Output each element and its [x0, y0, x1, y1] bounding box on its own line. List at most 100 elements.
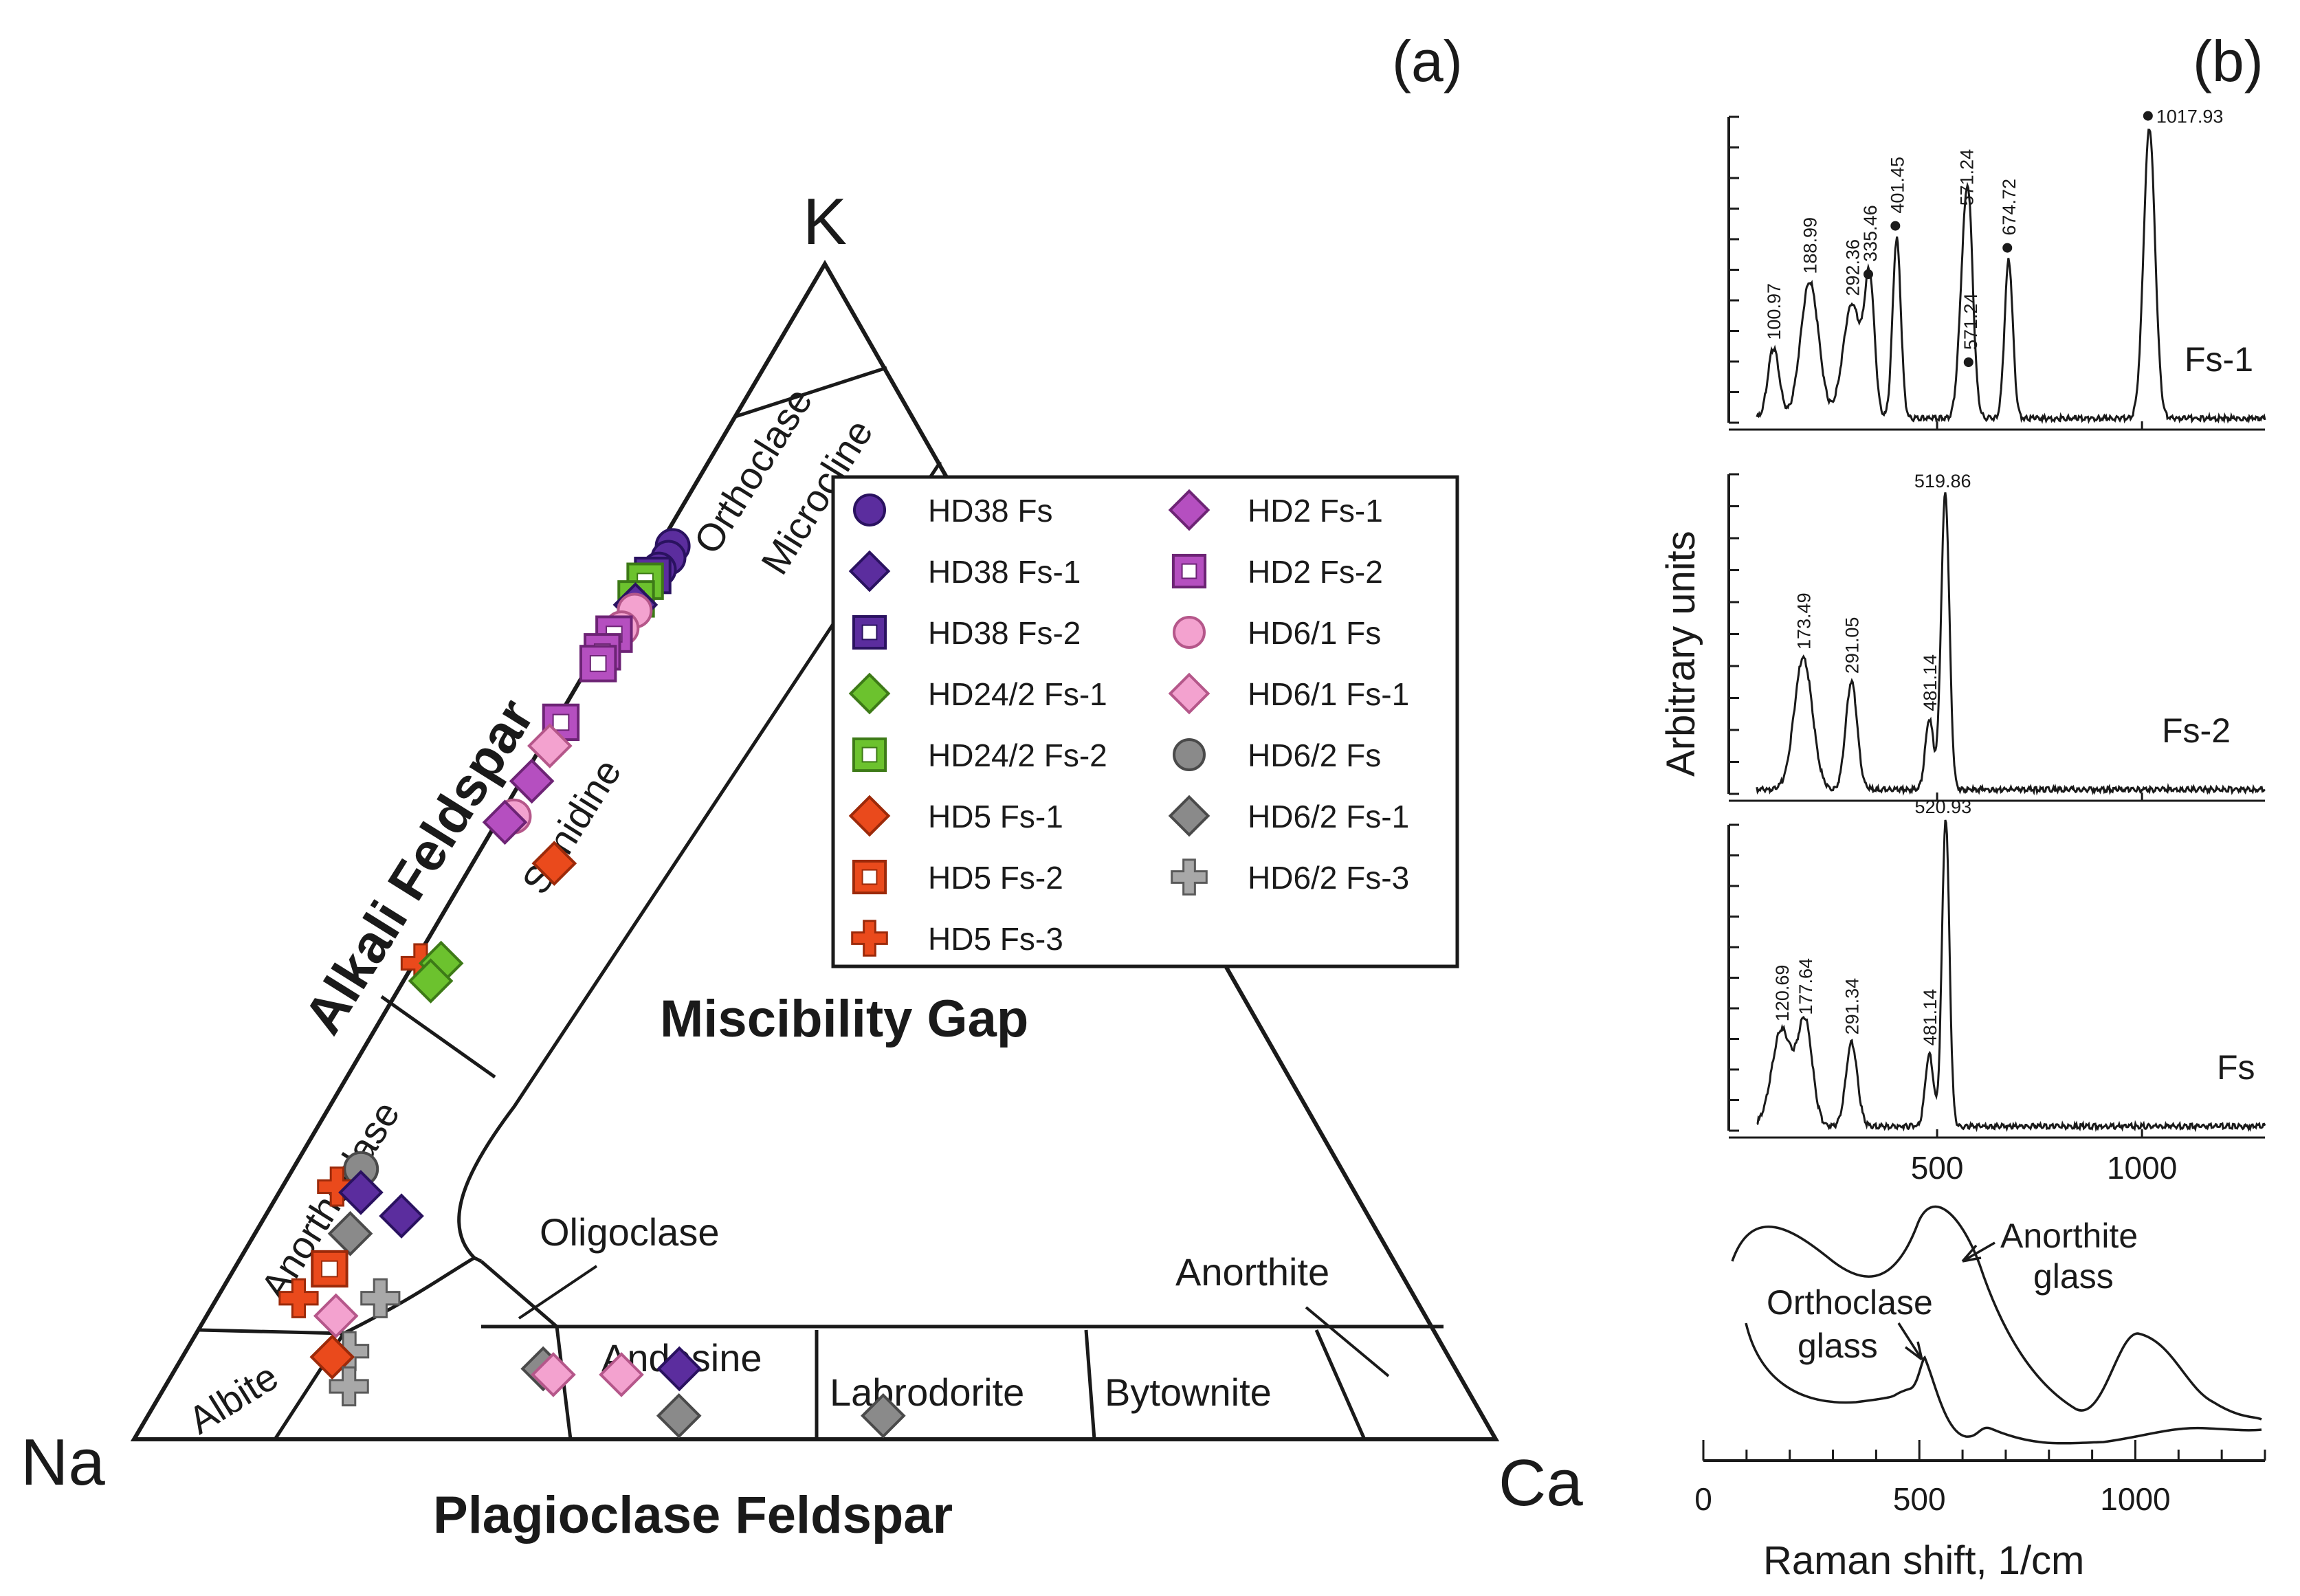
labradorite-label: Labrodorite	[830, 1371, 1024, 1414]
sanidine-divider	[380, 995, 496, 1079]
peak-label-5: 571.24	[1957, 149, 1978, 206]
data-point-hd62fs3-32	[329, 1366, 369, 1407]
bytownite-label: Bytownite	[1105, 1371, 1272, 1414]
data-point-hd62fs3-28	[360, 1278, 401, 1318]
legend-box	[831, 475, 1459, 968]
data-point-hd61fs1-35	[599, 1352, 644, 1397]
peak-label-8: 1017.93	[2156, 107, 2224, 127]
albite-label: Albite	[181, 1355, 285, 1443]
anorthoclase-boundary	[342, 1256, 476, 1335]
orthoclase-glass-label-2: glass	[1798, 1327, 1878, 1365]
legend-marker-hd38fs2	[852, 614, 887, 650]
legend-marker-hd61fs1	[1168, 672, 1210, 715]
legend-label-hd61fs: HD6/1 Fs	[1248, 615, 1381, 651]
legend-label-hd61fs1: HD6/1 Fs-1	[1248, 676, 1409, 712]
data-point-hd2fs1-14	[509, 758, 555, 804]
spectrum-curve	[1756, 129, 2266, 424]
oligoclase-leader	[518, 1265, 598, 1320]
alkali-boundary	[457, 461, 942, 1263]
legend-marker-hd62fs	[1173, 738, 1206, 771]
orthoclase-divider	[735, 366, 887, 419]
peak-label-2: 481.14	[1920, 654, 1940, 711]
peak-label-6: 571.24	[1960, 293, 1981, 350]
peak-label-0: 120.69	[1772, 965, 1793, 1022]
raman-ylabel: Arbitrary units	[1659, 531, 1703, 777]
anorthite-glass-arrow	[1961, 1241, 1995, 1263]
fs-x-tick-label-500: 500	[1911, 1150, 1964, 1186]
spectrum-name-fs-2: Fs-2	[2162, 711, 2231, 750]
raman-x-tick-label-0: 0	[1694, 1481, 1712, 1517]
legend-label-hd5fs1: HD5 Fs-1	[928, 799, 1063, 834]
fs-x-tick-label-1000: 1000	[2107, 1150, 2177, 1186]
data-point-hd2fs1-16	[482, 799, 528, 845]
legend-label-hd2fs1: HD2 Fs-1	[1248, 493, 1383, 529]
peak-label-0: 100.97	[1764, 283, 1784, 340]
peak-label-3: 519.86	[1914, 471, 1971, 491]
anorthite-glass-label-1: Anorthite	[2000, 1217, 2138, 1255]
legend-label-hd62fs3: HD6/2 Fs-3	[1248, 860, 1409, 896]
raman-x-tick-label-500: 500	[1893, 1481, 1946, 1517]
legend-marker-hd2fs1	[1168, 489, 1210, 531]
peak-label-2: 291.34	[1842, 978, 1863, 1035]
legend-label-hd5fs2: HD5 Fs-2	[928, 860, 1063, 896]
legend-marker-hd62fs1	[1168, 795, 1210, 837]
orthoclase-glass-curve	[1745, 1322, 2262, 1445]
spectrum-curve	[1756, 492, 2266, 796]
raman-xlabel: Raman shift, 1/cm	[1763, 1538, 2084, 1583]
panel-b-label: (b)	[2193, 29, 2264, 93]
spectrum-name-fs: Fs	[2217, 1048, 2255, 1087]
peak-dot	[1863, 269, 1873, 279]
peak-dot	[1963, 357, 1973, 367]
peak-dot	[2002, 243, 2013, 253]
bytownite-anorthite-divider	[1314, 1329, 1367, 1441]
vertex-ca-label: Ca	[1499, 1446, 1583, 1520]
data-point-hd61fs1-29	[313, 1293, 359, 1339]
data-point-hd2fs2-12	[542, 703, 580, 742]
legend-label-hd38fs1: HD38 Fs-1	[928, 554, 1081, 590]
peak-label-3: 335.46	[1860, 205, 1881, 262]
legend-marker-hd38fs1	[848, 550, 891, 592]
legend-label-hd62fs: HD6/2 Fs	[1248, 738, 1381, 773]
plagioclase-band-left	[480, 1260, 558, 1328]
peak-label-1: 291.05	[1842, 617, 1863, 674]
legend-marker-hd5fs2	[852, 859, 887, 895]
anorthite-glass-curve	[1731, 1205, 2262, 1421]
legend-label-hd38fs2: HD38 Fs-2	[928, 615, 1081, 651]
data-point-hd62fs1-38	[861, 1393, 906, 1439]
data-point-hd62fs1-37	[656, 1393, 702, 1439]
anorthite-glass-label-2: glass	[2033, 1257, 2114, 1296]
miscibility-gap-label: Miscibility Gap	[660, 990, 1028, 1048]
legend-marker-hd242fs1	[848, 672, 891, 715]
legend-label-hd5fs3: HD5 Fs-3	[928, 921, 1063, 957]
legend-label-hd242fs2: HD24/2 Fs-2	[928, 738, 1107, 773]
data-point-hd5fs3-27	[278, 1278, 319, 1318]
data-point-hd38fs1-24	[379, 1193, 424, 1239]
legend-label-hd38fs: HD38 Fs	[928, 493, 1052, 529]
data-point-hd38fs1-36	[656, 1346, 703, 1392]
labradorite-bytownite-divider	[1084, 1329, 1096, 1440]
data-point-hd5fs1-17	[531, 841, 577, 886]
data-point-hd242fs1-20	[408, 958, 454, 1004]
data-point-hd5fs2-26	[311, 1250, 349, 1288]
vertex-na-label: Na	[21, 1426, 105, 1499]
peak-label-2: 292.36	[1842, 239, 1863, 296]
panel-a-label: (a)	[1392, 29, 1463, 93]
spectrum-name-fs-1: Fs-1	[2185, 340, 2253, 379]
data-point-hd61fs1-13	[527, 723, 573, 768]
albite-top	[199, 1328, 344, 1335]
ternary-diagram: K Na Ca Orthoclase Microcline Sanidine A…	[21, 185, 1583, 1544]
data-point-hd62fs1-25	[327, 1210, 373, 1256]
legend-marker-hd5fs1	[848, 795, 891, 837]
data-point-hd2fs2-11	[579, 645, 617, 683]
legend-marker-hd242fs2	[852, 737, 887, 773]
orthoclase-glass-label-1: Orthoclase	[1767, 1283, 1933, 1322]
spectrum-curve	[1756, 819, 2266, 1133]
oligoclase-label: Oligoclase	[540, 1210, 719, 1254]
peak-label-4: 520.93	[1915, 797, 1972, 817]
